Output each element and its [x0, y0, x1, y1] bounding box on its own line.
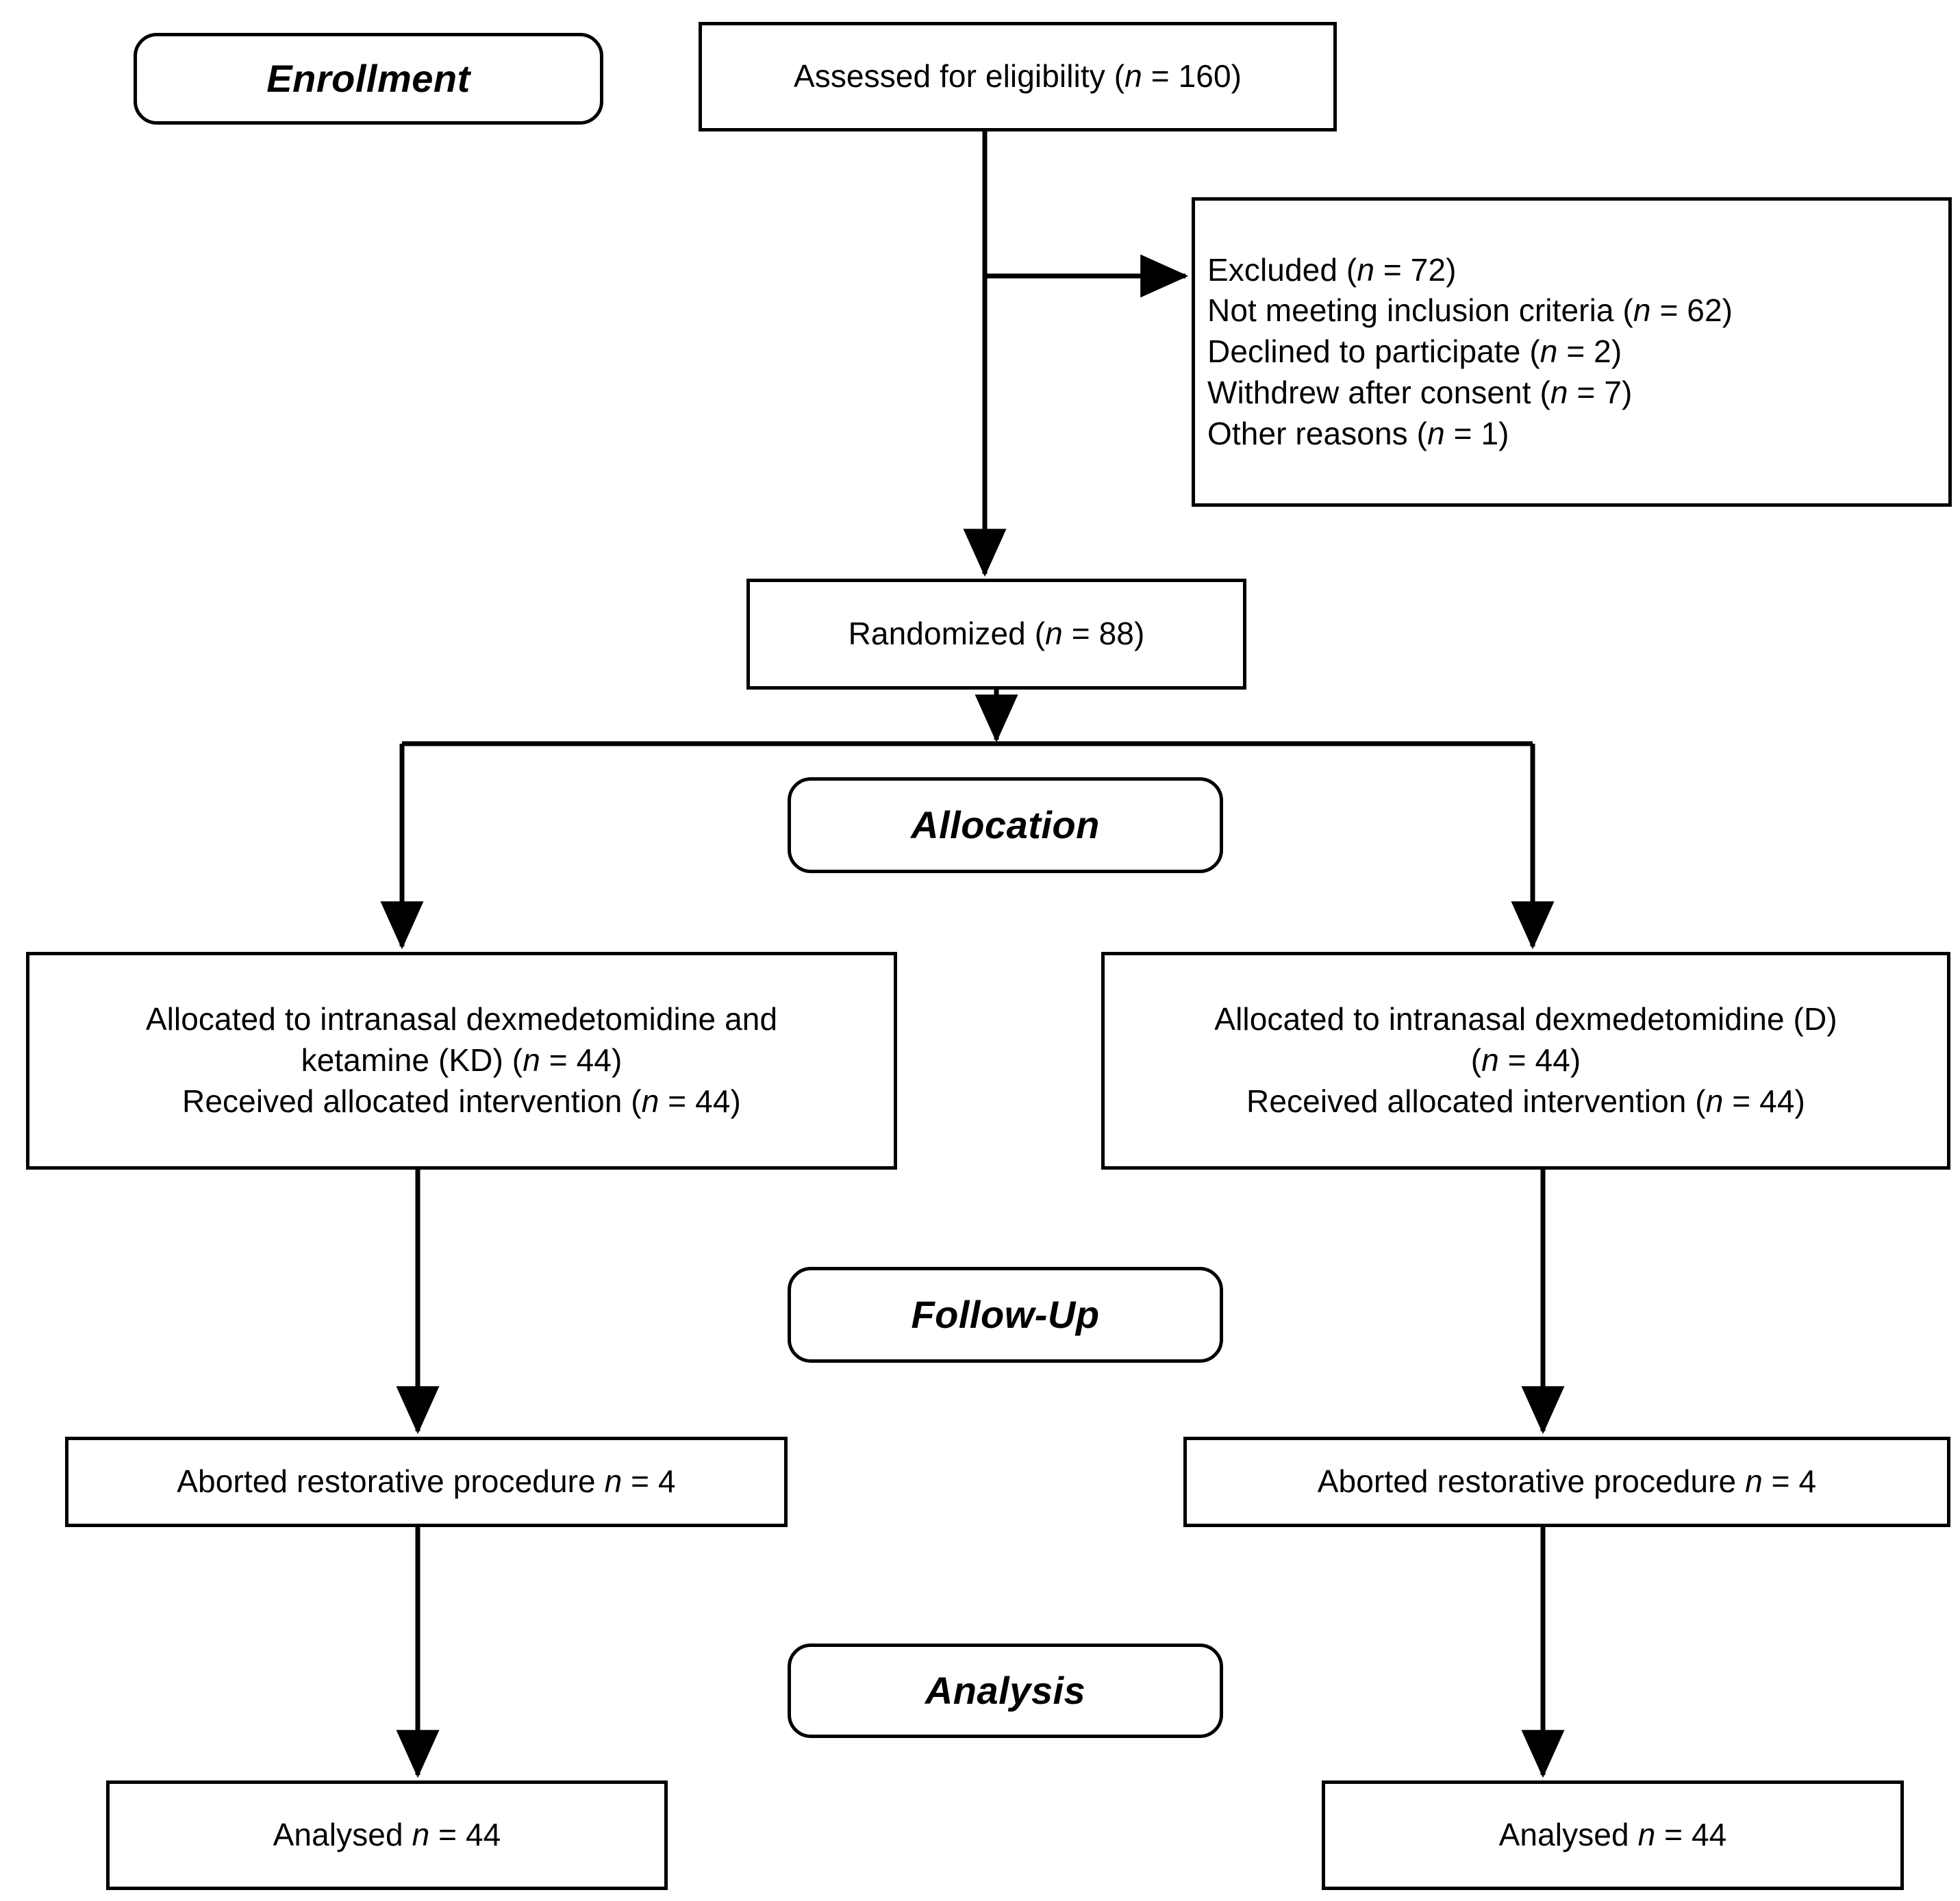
box-analysis-d-arm: Analysed n = 44: [1322, 1780, 1904, 1890]
stage-label-analysis-text: Analysis: [925, 1668, 1086, 1712]
analysis-kd-arm-text: Analysed n = 44: [273, 1817, 501, 1853]
box-randomized: Randomized (n = 88): [746, 579, 1246, 690]
excluded-text: Excluded (n = 72) Not meeting inclusion …: [1207, 251, 1733, 451]
box-followup-kd-arm: Aborted restorative procedure n = 4: [65, 1437, 788, 1527]
followup-d-arm-text: Aborted restorative procedure n = 4: [1317, 1463, 1817, 1500]
allocation-kd-arm-text: Allocated to intranasal dexmedetomidine …: [145, 1001, 778, 1119]
allocation-d-arm-text: Allocated to intranasal dexmedetomidine …: [1214, 1001, 1837, 1119]
stage-label-enrollment: Enrollment: [134, 33, 603, 125]
stage-label-follow-up-text: Follow-Up: [911, 1292, 1100, 1336]
box-followup-d-arm: Aborted restorative procedure n = 4: [1183, 1437, 1950, 1527]
stage-label-allocation: Allocation: [788, 777, 1223, 873]
stage-label-allocation-text: Allocation: [911, 803, 1100, 846]
analysis-d-arm-text: Analysed n = 44: [1498, 1817, 1727, 1853]
stage-label-analysis: Analysis: [788, 1644, 1223, 1738]
box-analysis-kd-arm: Analysed n = 44: [106, 1780, 668, 1890]
randomized-text: Randomized (n = 88): [848, 616, 1145, 652]
box-allocation-d-arm: Allocated to intranasal dexmedetomidine …: [1101, 952, 1950, 1170]
box-allocation-kd-arm: Allocated to intranasal dexmedetomidine …: [26, 952, 897, 1170]
assessed-for-eligibility-text: Assessed for eligibility (n = 160): [793, 58, 1242, 95]
followup-kd-arm-text: Aborted restorative procedure n = 4: [177, 1463, 676, 1500]
box-assessed-for-eligibility: Assessed for eligibility (n = 160): [699, 22, 1337, 131]
stage-label-follow-up: Follow-Up: [788, 1267, 1223, 1363]
box-excluded: Excluded (n = 72) Not meeting inclusion …: [1192, 197, 1952, 507]
stage-label-enrollment-text: Enrollment: [266, 56, 470, 100]
